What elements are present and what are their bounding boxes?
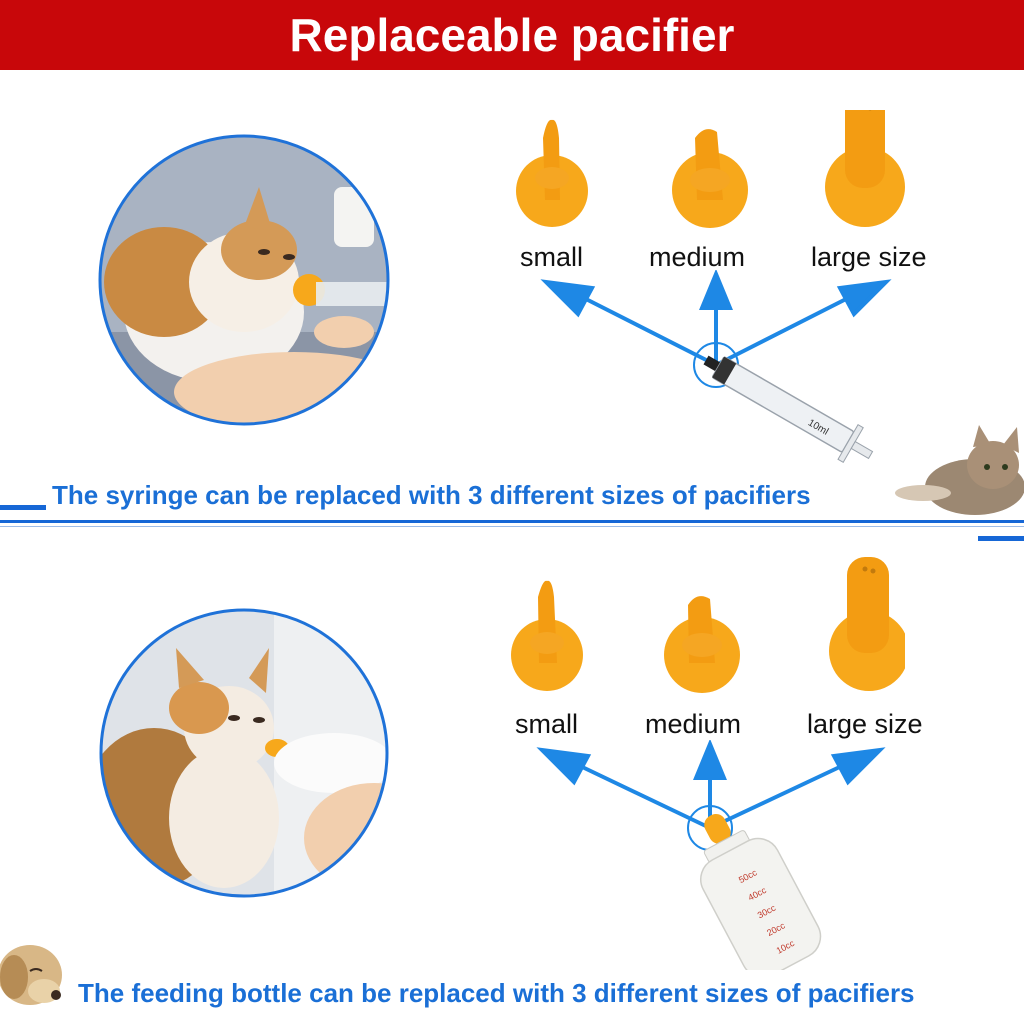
size-label-small: small (515, 709, 579, 739)
pacifier-small-icon (511, 580, 583, 691)
puppy-image (0, 945, 62, 1005)
arrows-bottom: 50cc 40cc 30cc 20cc 10cc (536, 740, 886, 970)
page-title: Replaceable pacifier (289, 9, 735, 61)
size-label-large: large size (811, 242, 927, 272)
arrow-to-small-icon (540, 279, 596, 318)
divider-accent-right (978, 536, 1024, 541)
pacifier-medium-icon (672, 129, 748, 228)
pacifier-set-top (516, 110, 905, 228)
kitten-syringe-photo (98, 134, 390, 426)
size-label-medium: medium (649, 242, 746, 272)
arrow-to-large-icon (836, 279, 892, 318)
arrow-to-medium-icon (699, 270, 733, 310)
size-label-medium: medium (645, 709, 742, 739)
cat-peeking-image (895, 425, 1024, 515)
syringe-caption: The syringe can be replaced with 3 diffe… (52, 480, 811, 510)
pacifier-medium-icon (664, 596, 740, 693)
pacifier-set-bottom (511, 557, 905, 693)
size-label-large: large size (807, 709, 923, 739)
pacifier-large-icon (829, 557, 905, 691)
section-divider-thin (0, 526, 1024, 527)
bottle-caption: The feeding bottle can be replaced with … (78, 978, 915, 1008)
arrow-to-small-icon (536, 747, 592, 786)
size-label-small: small (520, 242, 584, 272)
syringe-icon: 10ml (703, 355, 874, 464)
pacifier-large-icon (825, 110, 905, 227)
arrows-top: 10ml (540, 270, 892, 464)
divider-accent-left (0, 505, 46, 510)
feeding-bottle-icon: 50cc 40cc 30cc 20cc 10cc (700, 813, 822, 970)
arrow-to-large-icon (830, 747, 886, 786)
section-divider (0, 520, 1024, 523)
arrow-to-medium-icon (693, 740, 727, 780)
kitten-bottle-photo (99, 608, 389, 898)
pacifier-small-icon (516, 119, 588, 227)
page-title-banner: Replaceable pacifier (0, 0, 1024, 70)
